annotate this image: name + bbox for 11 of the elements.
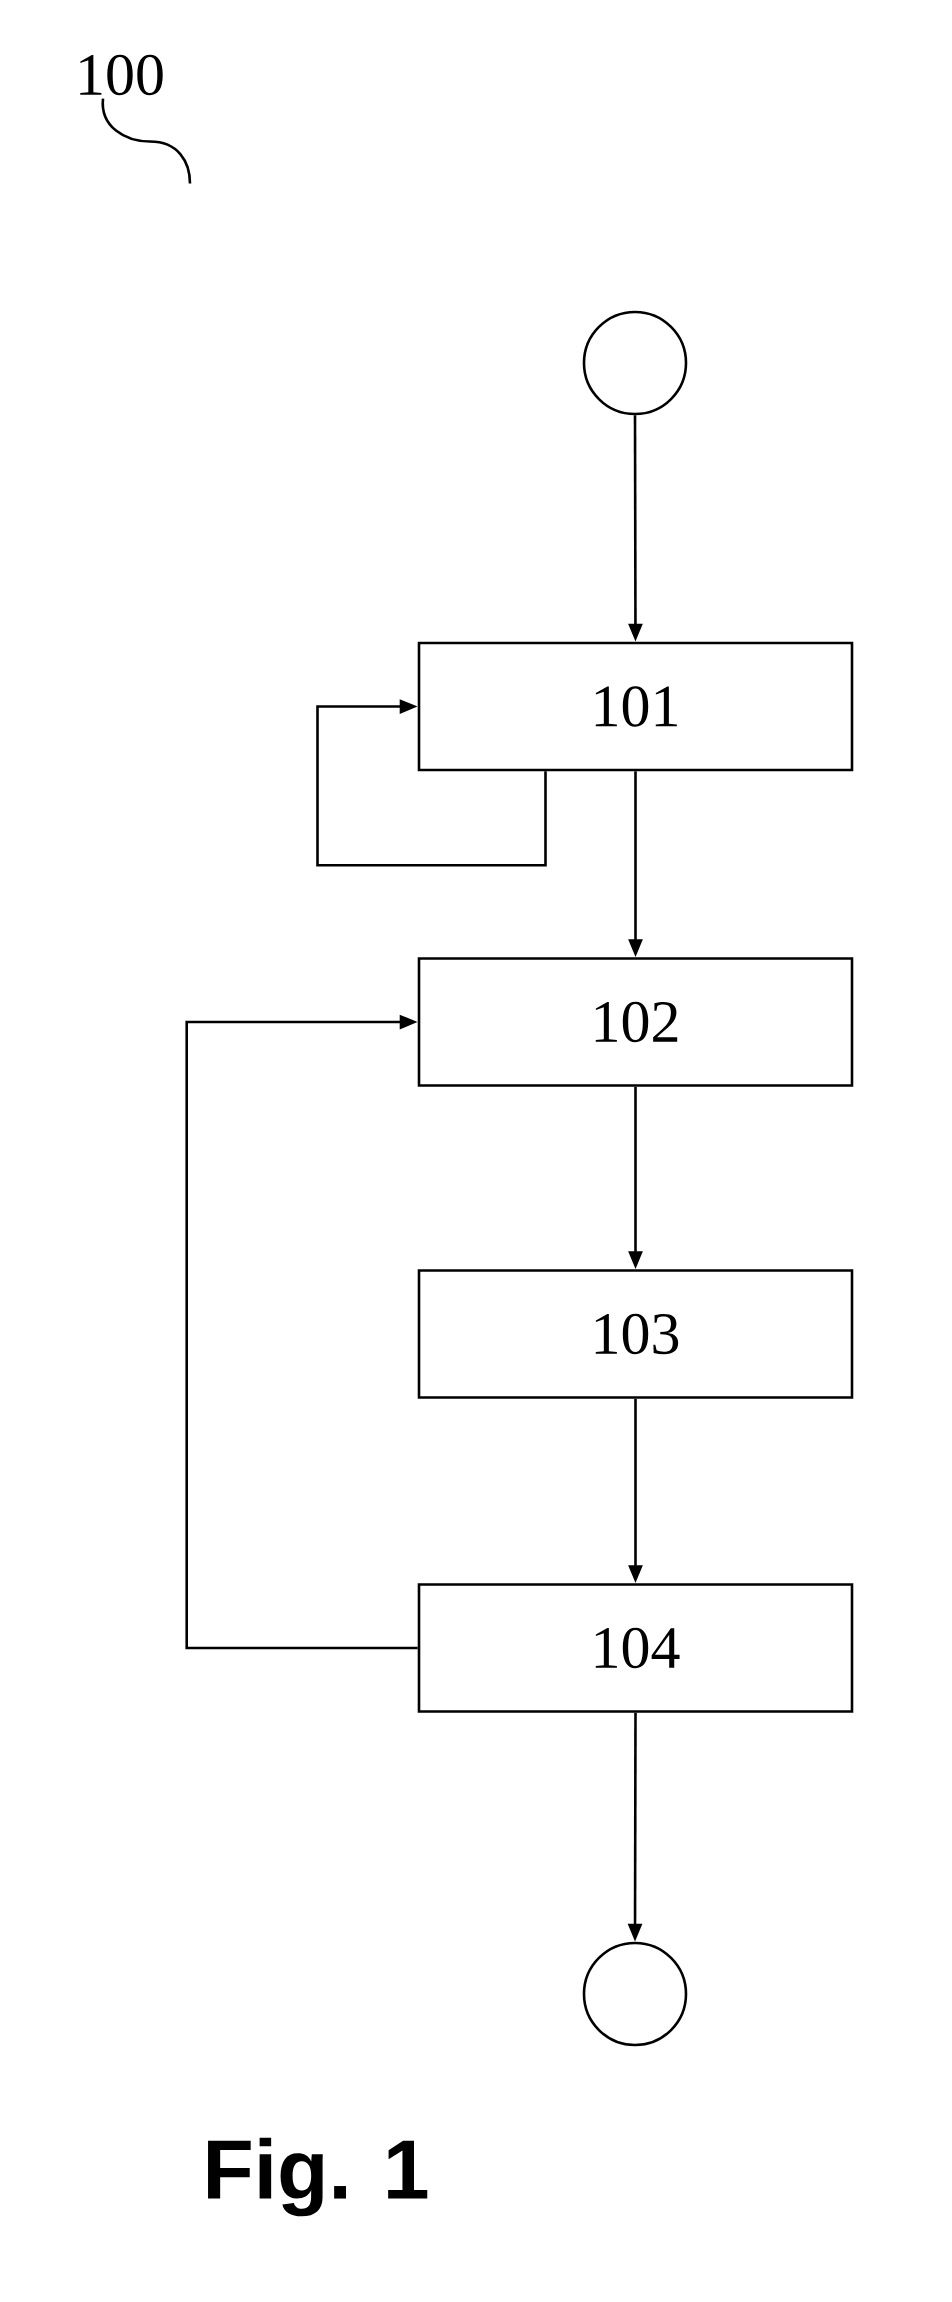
process-box: 103 bbox=[417, 1269, 854, 1399]
arrow bbox=[185, 1014, 418, 1650]
process-box: 102 bbox=[417, 957, 854, 1087]
figure-caption: Fig. 1 bbox=[208, 2137, 428, 2217]
reference-number: 100 bbox=[80, 54, 163, 96]
leader-line bbox=[101, 98, 192, 184]
process-box: 104 bbox=[417, 1583, 854, 1713]
terminal-circle bbox=[582, 1941, 688, 2047]
process-box: 101 bbox=[417, 641, 854, 772]
terminal-circle bbox=[582, 310, 688, 416]
arrow bbox=[316, 699, 547, 867]
